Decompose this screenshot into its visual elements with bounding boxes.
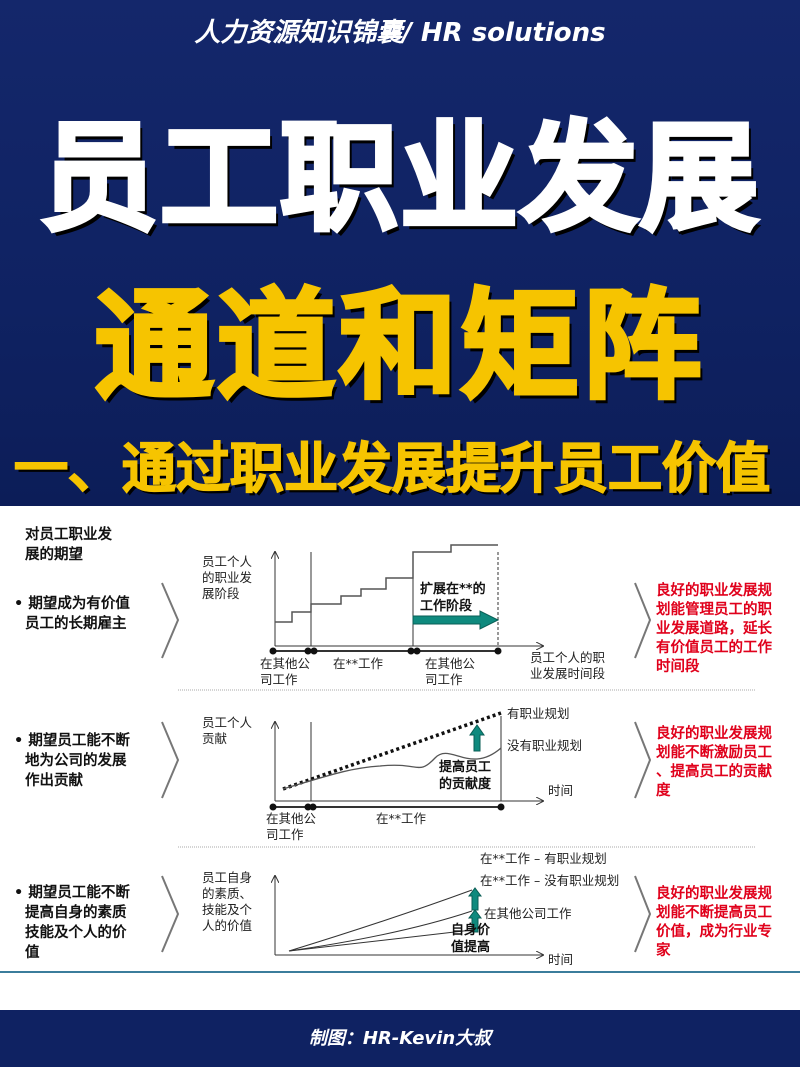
y-axis-label: 员工个人的职业发展阶段: [202, 554, 253, 601]
conclusion-1: 良好的职业发展规划能管理员工的职业发展道路，延长有价值员工的工作时间段: [656, 581, 772, 675]
segment-label: 在其他公司工作: [266, 811, 317, 842]
timeline-dots: [269, 803, 505, 811]
expectation-1: • 期望成为有价值员工的长期雇主: [14, 594, 130, 632]
contribution-diagram: 员工个人贡献 有职业规划 没有职业规划 提高员工的贡献度 时间 在其他公司工作 …: [202, 706, 582, 842]
career-stage-diagram: 员工个人的职业发展阶段 扩展在**的工作阶段 在其他公司工作 在**工作 在其他…: [202, 544, 605, 687]
segment-label: 在**工作: [333, 656, 384, 671]
conclusion-3: 良好的职业发展规划能不断提高员工价值，成为行业专家: [656, 884, 772, 959]
segment-label: 在其他公司工作: [425, 656, 476, 687]
title-line-1: 员工职业发展: [38, 107, 760, 249]
content-area: 对员工职业发展的期望 • 期望成为有价值员工的长期雇主 员工个人的职业发展阶段 …: [0, 506, 800, 1010]
timeline-dots: [269, 647, 502, 655]
subtitle: 人力资源知识锦囊/ HR solutions: [194, 18, 606, 48]
series-label: 在**工作 – 有职业规划: [480, 851, 607, 866]
self-value-diagram: 员工自身的素质、技能及个人的价值 在**工作 – 有职业规划 在**工作 – 没…: [202, 851, 619, 967]
arrow-label: 自身价值提高: [451, 922, 491, 955]
series-label: 有职业规划: [507, 706, 570, 721]
without-plan-curve: [288, 910, 473, 952]
title-line-2: 通道和矩阵: [93, 275, 705, 417]
series-label: 在**工作 – 没有职业规划: [480, 873, 619, 888]
segment-label: 在**工作: [376, 811, 427, 826]
x-axis-label: 时间: [548, 783, 573, 798]
up-arrow-icon: [468, 909, 482, 933]
header-banner: 人力资源知识锦囊/ HR solutions 员工职业发展 通道和矩阵 一、通过…: [0, 0, 800, 506]
section-title: 一、通过职业发展提升员工价值: [13, 436, 771, 501]
x-axis-label: 时间: [548, 952, 573, 967]
left-heading: 对员工职业发展的期望: [25, 525, 112, 563]
expectation-3: • 期望员工能不断提高自身的素质技能及个人的价值: [14, 883, 130, 961]
y-axis-label: 员工个人贡献: [202, 715, 253, 746]
up-arrow-icon: [469, 724, 485, 752]
chevron-right-icon: [161, 582, 652, 953]
arrow-label: 提高员工的贡献度: [439, 759, 492, 792]
series-label: 在其他公司工作: [484, 906, 572, 921]
arrow-label: 扩展在**的工作阶段: [420, 581, 486, 614]
conclusion-2: 良好的职业发展规划能不断激励员工、提高员工的贡献度: [656, 724, 772, 799]
extend-arrow: [412, 610, 500, 630]
segment-label: 在其他公司工作: [260, 656, 311, 687]
series-label: 没有职业规划: [507, 738, 582, 753]
credit-text: 制图：HR-Kevin大叔: [308, 1028, 492, 1049]
with-plan-curve: [288, 889, 473, 952]
without-plan-line: [282, 747, 502, 790]
expectation-2: • 期望员工能不断地为公司的发展作出贡献: [14, 731, 130, 789]
diagram-canvas: 对员工职业发展的期望 • 期望成为有价值员工的长期雇主 员工个人的职业发展阶段 …: [0, 525, 800, 973]
footer: 制图：HR-Kevin大叔: [0, 1010, 800, 1067]
y-axis-label: 员工自身的素质、技能及个人的价值: [202, 870, 253, 933]
career-step-line: [275, 544, 498, 623]
up-arrow-icon: [468, 887, 482, 911]
other-company-line: [288, 929, 473, 952]
x-axis-label: 员工个人的职业发展时间段: [530, 650, 605, 681]
with-plan-line: [282, 711, 502, 791]
